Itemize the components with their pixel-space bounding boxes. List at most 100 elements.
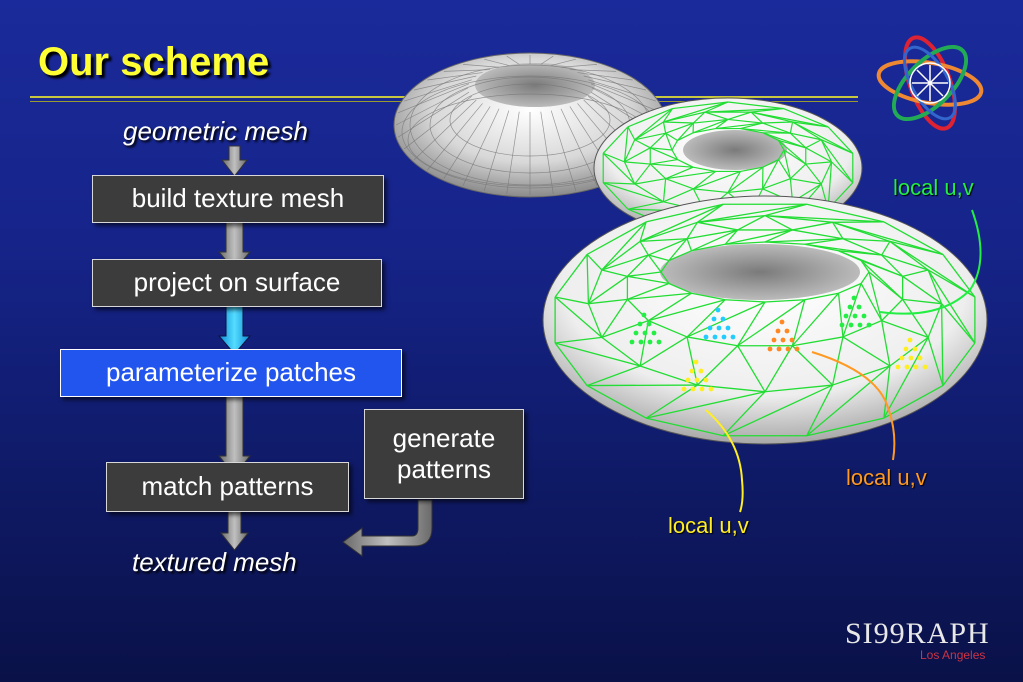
slide-title: Our scheme	[38, 40, 270, 84]
mesh-edge	[762, 178, 791, 190]
mesh-edge	[764, 215, 793, 231]
step-build-texture-mesh[interactable]: build texture mesh	[92, 175, 384, 223]
mesh-edge	[627, 201, 664, 210]
step-project-on-surface[interactable]: project on surface	[92, 259, 382, 307]
mesh-edge	[927, 269, 943, 304]
leader-orange	[811, 351, 896, 461]
mesh-edge	[540, 111, 554, 194]
mesh-edge	[789, 163, 807, 180]
mesh-edge	[762, 159, 779, 190]
mesh-edge	[737, 301, 766, 347]
mesh-edge	[602, 126, 629, 154]
mesh-edge	[649, 163, 667, 180]
mesh-edge	[792, 336, 844, 347]
mesh-edge	[601, 336, 641, 367]
mesh-edge	[927, 337, 944, 386]
mesh-edge	[692, 127, 716, 134]
mesh-edge	[506, 111, 520, 194]
mesh-edge	[639, 336, 688, 367]
leader-green	[879, 209, 982, 315]
mesh-edge	[627, 275, 670, 285]
mesh-edge	[764, 214, 884, 223]
mesh-edge	[764, 203, 807, 217]
mesh-edge	[648, 254, 670, 262]
mesh-edge	[740, 127, 791, 134]
step-label: match patterns	[141, 471, 314, 502]
mesh-edge	[665, 166, 694, 180]
step-label-line-2: patterns	[397, 454, 491, 484]
mesh-edge	[506, 55, 520, 65]
mesh-edge	[668, 250, 692, 262]
mesh-edge	[648, 320, 688, 338]
mesh-edge	[860, 259, 903, 277]
dots-orange	[767, 319, 800, 352]
mesh-edge	[820, 161, 833, 185]
mesh-edge	[791, 299, 806, 346]
mesh-edge	[686, 301, 766, 338]
mesh-edge	[697, 214, 766, 223]
step-label: parameterize patches	[105, 357, 357, 388]
arrow-match-to-output	[219, 509, 250, 551]
mesh-edge	[902, 298, 929, 338]
mesh-edge	[883, 384, 944, 419]
mesh-edge	[727, 118, 763, 124]
annotation-green: local u,v	[893, 175, 974, 200]
mesh-edge	[792, 221, 833, 231]
mesh-edge	[590, 83, 663, 114]
mesh-edge	[560, 108, 598, 186]
dots-cyan	[703, 307, 736, 340]
step-label: build texture mesh	[131, 183, 345, 214]
step-match-patterns[interactable]: match patterns	[106, 462, 349, 512]
mesh-edge	[778, 140, 807, 165]
mesh-edge	[764, 238, 843, 243]
step-parameterize-patches[interactable]: parameterize patches	[60, 349, 402, 397]
mesh-edge	[750, 107, 784, 113]
mesh-edge	[725, 299, 766, 303]
mesh-edge	[789, 121, 794, 134]
mesh-edge	[883, 365, 891, 419]
mesh-edge	[697, 203, 807, 223]
mesh-edge	[727, 171, 741, 193]
mesh-edge	[662, 108, 673, 123]
mesh-edge	[663, 188, 694, 203]
mesh-edge	[791, 292, 840, 347]
mesh-edge	[540, 55, 554, 65]
mesh-edge	[645, 203, 724, 223]
mesh-edge	[868, 271, 883, 321]
mesh-edge	[427, 103, 483, 171]
mesh-edge	[792, 121, 829, 128]
mesh-edge	[554, 296, 589, 305]
mesh-edge	[660, 260, 670, 273]
mesh-edge	[623, 139, 636, 163]
mesh-edge	[413, 99, 477, 161]
mesh-edge	[750, 111, 764, 124]
mesh-edge	[601, 254, 649, 271]
mesh-edge	[665, 178, 694, 190]
mesh-edge	[764, 299, 805, 303]
mesh-edge	[577, 72, 633, 81]
mesh-edge	[693, 188, 729, 194]
mesh-edge	[671, 140, 679, 151]
mesh-edge	[889, 240, 976, 298]
mesh-edge	[586, 254, 590, 304]
arrow-generate-to-output	[342, 499, 433, 557]
mesh-edge	[554, 342, 588, 386]
mesh-edge	[764, 241, 805, 245]
mesh-edge	[650, 158, 678, 165]
mesh-edge	[715, 118, 729, 130]
mesh-edge	[881, 254, 929, 271]
mesh-edge	[806, 203, 885, 223]
mesh-edge	[668, 238, 688, 261]
mesh-edge	[820, 139, 833, 163]
mesh-edge	[805, 163, 822, 185]
mesh-edge	[639, 320, 649, 367]
step-generate-patterns[interactable]: generate patterns	[364, 409, 524, 499]
mesh-edge	[623, 126, 629, 162]
mesh-edge	[588, 79, 657, 102]
mesh-edge	[634, 183, 664, 203]
mesh-edge	[586, 365, 641, 387]
mesh-edge	[832, 221, 944, 256]
mesh-edge	[668, 282, 692, 294]
mesh-edge	[586, 253, 603, 271]
mesh-edge	[551, 58, 576, 66]
